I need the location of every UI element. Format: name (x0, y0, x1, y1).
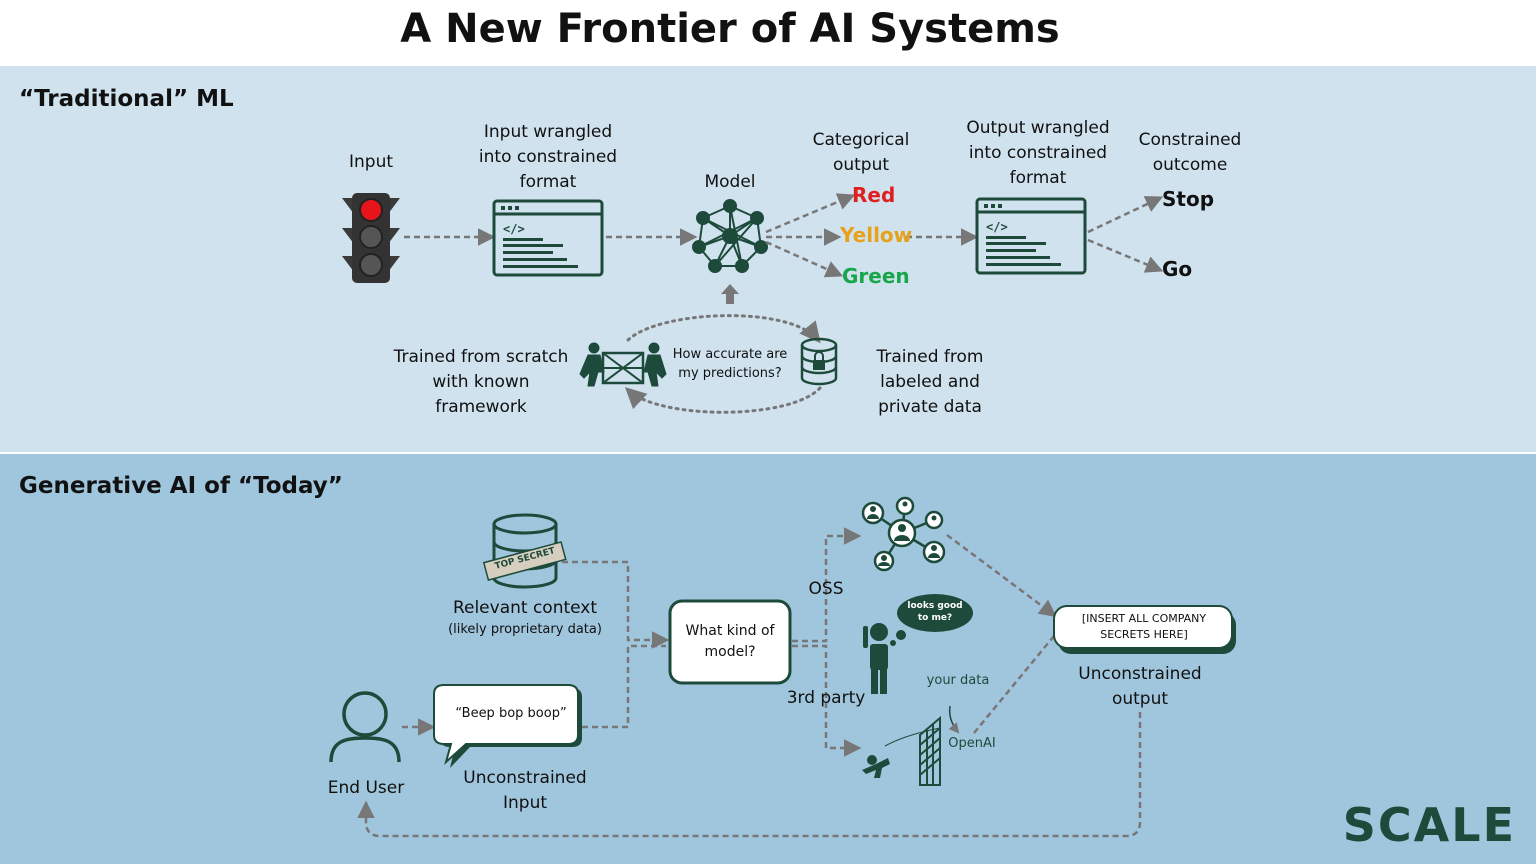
unconstrained-input-label: Unconstrained Input (463, 768, 587, 813)
builders-icon (579, 342, 667, 387)
third-party-label: 3rd party (786, 688, 866, 708)
output-yellow: Yellow (840, 223, 913, 247)
oss-label: OSS (808, 579, 844, 599)
beep-text: “Beep bop boop” (455, 706, 567, 721)
constrained-outcome-label: Constrained outcome (1138, 130, 1242, 175)
page-title: A New Frontier of AI Systems (400, 6, 1060, 52)
input-label: Input (348, 152, 394, 172)
openai-label: OpenAI (948, 736, 996, 751)
output-wrangled-label: Output wrangled into constrained format (966, 118, 1110, 188)
proprietary-label: (likely proprietary data) (448, 622, 602, 637)
your-data-label: your data (926, 673, 990, 688)
output-green: Green (842, 264, 910, 288)
svg-text:</>: </> (503, 222, 525, 236)
thinking-person-icon (863, 623, 888, 694)
generative-ai-heading: Generative AI of “Today” (19, 473, 343, 499)
end-user-label: End User (327, 778, 405, 798)
neural-network-icon (692, 199, 768, 273)
svg-text:</>: </> (986, 220, 1008, 234)
top-secret-stamp (482, 541, 567, 581)
output-red: Red (852, 183, 896, 207)
code-window-icon (975, 197, 1087, 275)
looks-good-text: looks good to me? (907, 601, 963, 623)
traditional-ml-heading: “Traditional” ML (19, 86, 234, 112)
scale-logo: SCALE (1342, 798, 1516, 852)
categorical-output-label: Categorical output (812, 130, 910, 175)
outcome-stop: Stop (1162, 187, 1215, 211)
traditional-ml-panel (0, 66, 1536, 452)
end-user-icon (329, 691, 401, 763)
secrets-text: [INSERT ALL COMPANY SECRETS HERE] (1081, 612, 1207, 641)
relevant-context-label: Relevant context (452, 598, 598, 618)
input-wrangled-label: Input wrangled into constrained format (478, 122, 618, 192)
thought-cloud-icon (890, 594, 973, 646)
secrets-output-box (1053, 605, 1233, 649)
up-arrow-icon (721, 284, 739, 304)
unconstrained-output-label: Unconstrained output (1078, 664, 1202, 709)
trained-data-label: Trained from labeled and private data (876, 347, 984, 417)
accuracy-question: How accurate are my predictions? (672, 347, 788, 381)
model-question-text: What kind of model? (685, 623, 775, 660)
traffic-light-icon (342, 193, 400, 283)
crawling-person-icon (862, 755, 890, 778)
trained-scratch-label: Trained from scratch with known framewor… (393, 347, 569, 417)
outcome-go: Go (1162, 257, 1193, 281)
speech-bubble-icon (433, 684, 582, 768)
code-window-icon (492, 199, 604, 277)
wall-icon (919, 715, 941, 786)
model-label: Model (704, 172, 756, 192)
model-question-box (668, 599, 792, 685)
